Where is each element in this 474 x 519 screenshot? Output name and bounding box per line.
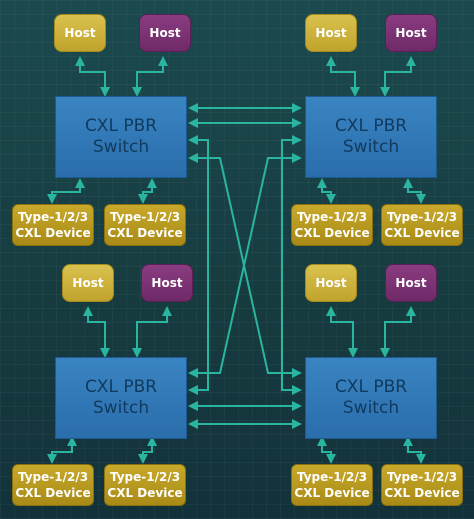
- host-label: Host: [395, 276, 427, 290]
- host-label: Host: [395, 26, 427, 40]
- switch-top-left[interactable]: CXL PBR Switch: [55, 96, 187, 178]
- host-label: Host: [315, 276, 347, 290]
- host-label: Host: [151, 276, 183, 290]
- device-label-line1: Type-1/2/3: [109, 470, 181, 484]
- device-label-line1: Type-1/2/3: [17, 210, 89, 224]
- link-sw2-sw4-vertical: [281, 135, 302, 395]
- host-label: Host: [64, 26, 96, 40]
- switch-label-line1: CXL PBR: [84, 377, 158, 397]
- link-host8-switch4: [380, 306, 416, 358]
- link-switch4-device7: [317, 436, 336, 464]
- device-label-line1: Type-1/2/3: [386, 470, 458, 484]
- link-switch3-device6: [138, 436, 157, 464]
- device-bottom-right-2[interactable]: Type-1/2/3 CXL Device: [381, 464, 463, 506]
- switch-top-right[interactable]: CXL PBR Switch: [305, 96, 437, 178]
- switch-label-line2: Switch: [342, 398, 400, 418]
- link-host5-switch3: [83, 306, 110, 358]
- switch-label-line1: CXL PBR: [334, 377, 408, 397]
- device-label-line1: Type-1/2/3: [296, 470, 368, 484]
- host-top-right-1[interactable]: Host: [305, 14, 357, 52]
- link-switch2-device3: [317, 178, 336, 204]
- device-label-line2: CXL Device: [384, 226, 460, 240]
- device-bottom-left-2[interactable]: Type-1/2/3 CXL Device: [104, 464, 186, 506]
- link-switch4-device8: [403, 436, 426, 464]
- switch-label-line2: Switch: [92, 398, 150, 418]
- host-top-left-1[interactable]: Host: [54, 14, 106, 52]
- switch-label-line1: CXL PBR: [334, 116, 408, 136]
- switch-bottom-right[interactable]: CXL PBR Switch: [305, 357, 437, 439]
- host-label: Host: [149, 26, 181, 40]
- device-top-right-2[interactable]: Type-1/2/3 CXL Device: [381, 204, 463, 246]
- host-bottom-left-2[interactable]: Host: [141, 264, 193, 302]
- device-bottom-right-1[interactable]: Type-1/2/3 CXL Device: [291, 464, 373, 506]
- device-label-line2: CXL Device: [294, 226, 370, 240]
- host-label: Host: [72, 276, 104, 290]
- device-label-line1: Type-1/2/3: [17, 470, 89, 484]
- device-label-line2: CXL Device: [15, 226, 91, 240]
- host-top-left-2[interactable]: Host: [139, 14, 191, 52]
- device-label-line1: Type-1/2/3: [296, 210, 368, 224]
- device-top-left-1[interactable]: Type-1/2/3 CXL Device: [12, 204, 94, 246]
- device-label-line1: Type-1/2/3: [386, 210, 458, 224]
- switch-label-line1: CXL PBR: [84, 116, 158, 136]
- host-bottom-right-2[interactable]: Host: [385, 264, 437, 302]
- switch-label-line2: Switch: [342, 137, 400, 157]
- link-host4-switch2: [380, 56, 416, 97]
- link-host6-switch3: [132, 306, 172, 358]
- link-sw2-sw3-cross: [188, 153, 302, 378]
- switch-label-line2: Switch: [92, 137, 150, 157]
- device-label-line2: CXL Device: [384, 486, 460, 500]
- switch-bottom-left[interactable]: CXL PBR Switch: [55, 357, 187, 439]
- device-label-line1: Type-1/2/3: [109, 210, 181, 224]
- device-label-line2: CXL Device: [107, 226, 183, 240]
- link-switch1-device2: [138, 178, 157, 204]
- device-label-line2: CXL Device: [107, 486, 183, 500]
- host-bottom-right-1[interactable]: Host: [305, 264, 357, 302]
- link-host3-switch2: [326, 56, 360, 97]
- link-switch2-device4: [403, 178, 426, 204]
- link-switch3-device5: [47, 436, 77, 464]
- link-host2-switch1: [132, 56, 168, 97]
- link-sw1-sw3-vertical: [188, 135, 209, 395]
- host-top-right-2[interactable]: Host: [385, 14, 437, 52]
- link-host1-switch1: [75, 56, 110, 97]
- device-top-right-1[interactable]: Type-1/2/3 CXL Device: [291, 204, 373, 246]
- device-label-line2: CXL Device: [294, 486, 370, 500]
- device-label-line2: CXL Device: [15, 486, 91, 500]
- host-bottom-left-1[interactable]: Host: [62, 264, 114, 302]
- link-switch1-device1: [47, 178, 85, 204]
- device-bottom-left-1[interactable]: Type-1/2/3 CXL Device: [12, 464, 94, 506]
- device-top-left-2[interactable]: Type-1/2/3 CXL Device: [104, 204, 186, 246]
- host-label: Host: [315, 26, 347, 40]
- link-host7-switch4: [326, 306, 358, 358]
